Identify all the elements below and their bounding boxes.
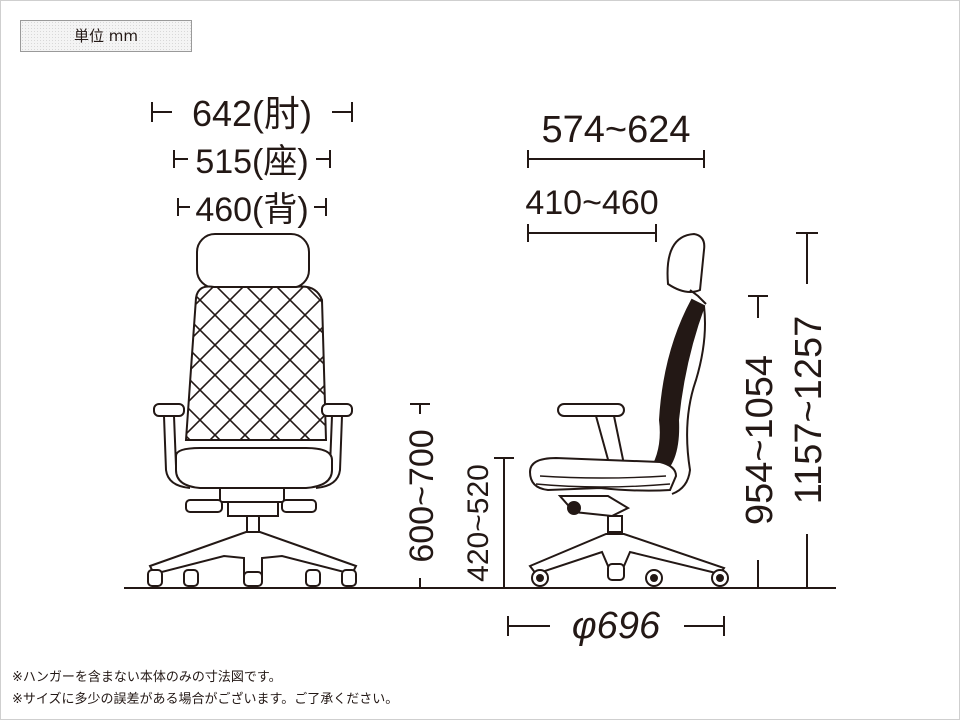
- dim-width-seat-label: 515(座): [195, 143, 308, 181]
- dim-back-height: [748, 295, 768, 588]
- front-left-armrest: [153, 403, 185, 417]
- dim-total-height-label: 1157~1257: [788, 316, 830, 504]
- side-chair: [528, 232, 729, 587]
- side-backrest: [646, 298, 706, 478]
- front-headrest: [196, 233, 310, 289]
- side-base: [528, 533, 726, 576]
- unit-label: 単位 mm: [20, 20, 192, 52]
- dim-depth-total: [527, 150, 705, 168]
- front-seat: [175, 447, 333, 489]
- dim-arm-height: [410, 403, 430, 588]
- dim-depth-seat-label: 410~460: [525, 184, 658, 222]
- dim-seat-height: [494, 457, 514, 588]
- dim-width-arm: [151, 102, 353, 122]
- dim-total-height: [796, 232, 818, 588]
- dim-depth-total-label: 574~624: [542, 109, 691, 151]
- note-size-tolerance: ※サイズに多少の誤差がある場合がございます。ご了承ください。: [12, 692, 399, 707]
- dim-width-back-label: 460(背): [195, 191, 308, 229]
- front-base: [148, 531, 358, 579]
- dim-width-back: [177, 198, 327, 216]
- side-armrest: [557, 403, 625, 417]
- side-headrest: [666, 232, 706, 293]
- dim-seat-height-label: 420~520: [462, 464, 495, 582]
- note-dimension-scope: ※ハンガーを含まない本体のみの寸法図です。: [12, 670, 282, 685]
- dim-base-diameter-label: φ696: [572, 605, 661, 647]
- dim-depth-seat: [527, 224, 657, 242]
- front-chair: [147, 233, 358, 587]
- dim-back-height-label: 954~1054: [739, 355, 781, 525]
- dim-width-seat: [173, 150, 331, 168]
- side-seat: [528, 456, 678, 492]
- front-right-armrest: [321, 403, 353, 417]
- dim-arm-height-label: 600~700: [403, 429, 441, 562]
- dim-base-diameter: [507, 616, 725, 636]
- dim-width-arm-label: 642(肘): [192, 93, 312, 134]
- front-back-mesh: [186, 286, 326, 440]
